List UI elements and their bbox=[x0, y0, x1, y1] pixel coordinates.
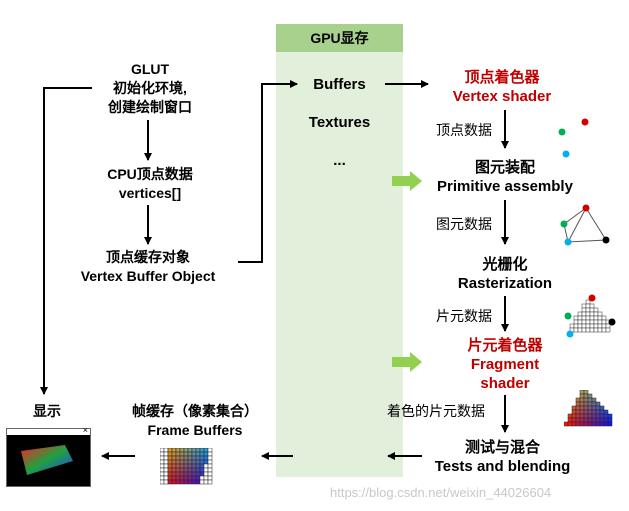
vertices-array-label: vertices[] bbox=[118, 185, 182, 201]
gpu-memory-panel bbox=[276, 24, 403, 477]
close-icon[interactable]: × bbox=[82, 425, 88, 435]
arrow-glut-to-display bbox=[40, 87, 92, 395]
tests-blending-en: Tests and blending bbox=[434, 458, 571, 475]
rasterization-grid-illustration bbox=[564, 294, 616, 338]
window-title-bar bbox=[7, 429, 90, 435]
colored-fragments-illustration bbox=[564, 390, 613, 427]
green-arrow-to-primitive bbox=[392, 171, 422, 191]
frame-buffer-grid-illustration bbox=[160, 448, 213, 485]
cpu-vertex-data-title: CPU顶点数据 bbox=[107, 166, 193, 182]
rasterization-en: Rasterization bbox=[457, 275, 553, 292]
fragment-shader-cn: 片元着色器 bbox=[467, 337, 543, 354]
primitive-assembly-en: Primitive assembly bbox=[437, 178, 573, 195]
vertex-shader-node: 顶点着色器 Vertex shader bbox=[432, 68, 572, 106]
gpu-memory-title: GPU显存 bbox=[276, 24, 403, 52]
primitive-assembly-cn: 图元装配 bbox=[474, 159, 535, 176]
glut-line-1: 初始化环境, bbox=[113, 80, 187, 96]
frame-buffers-cn: 帧缓存（像素集合） bbox=[132, 403, 258, 419]
watermark: https://blog.csdn.net/weixin_44026604 bbox=[330, 485, 552, 500]
fragment-shader-en-1: Fragment bbox=[470, 356, 540, 373]
cpu-vertex-data-node: CPU顶点数据 vertices[] bbox=[85, 165, 215, 203]
vbo-title-en: Vertex Buffer Object bbox=[80, 268, 216, 284]
frame-buffers-node: 帧缓存（像素集合） Frame Buffers bbox=[115, 402, 275, 440]
vertex-dots-illustration bbox=[558, 118, 589, 158]
green-arrow-to-fragment bbox=[392, 352, 422, 372]
tests-blending-node: 测试与混合 Tests and blending bbox=[420, 438, 585, 476]
glut-node: GLUT 初始化环境, 创建绘制窗口 bbox=[90, 60, 210, 117]
vbo-title-cn: 顶点缓存对象 bbox=[106, 249, 190, 265]
fragment-data-label: 片元数据 bbox=[436, 308, 492, 324]
colored-fragment-data-label: 着色的片元数据 bbox=[387, 403, 485, 419]
primitive-assembly-node: 图元装配 Primitive assembly bbox=[425, 158, 585, 196]
display-window: × bbox=[6, 425, 91, 487]
primitive-data-label: 图元数据 bbox=[436, 216, 492, 232]
textures-label: Textures bbox=[308, 114, 371, 131]
arrow-vbo-to-buffers bbox=[238, 80, 298, 263]
primitive-triangle-illustration bbox=[560, 204, 610, 246]
rasterization-cn: 光栅化 bbox=[482, 256, 528, 273]
vertex-data-label: 顶点数据 bbox=[436, 122, 492, 138]
vertex-shader-cn: 顶点着色器 bbox=[464, 69, 540, 86]
buffers-label: Buffers bbox=[313, 76, 366, 93]
display-label: 显示 bbox=[33, 403, 61, 419]
fragment-shader-en-2: shader bbox=[480, 375, 530, 392]
rasterization-node: 光栅化 Rasterization bbox=[440, 255, 570, 293]
frame-buffers-en: Frame Buffers bbox=[147, 422, 243, 438]
glut-title: GLUT bbox=[130, 61, 170, 77]
rendered-triangle bbox=[21, 445, 73, 475]
fragment-shader-node: 片元着色器 Fragment shader bbox=[440, 336, 570, 393]
gpu-ellipsis: ... bbox=[333, 152, 346, 169]
vbo-node: 顶点缓存对象 Vertex Buffer Object bbox=[58, 248, 238, 286]
tests-blending-cn: 测试与混合 bbox=[464, 439, 540, 456]
glut-line-2: 创建绘制窗口 bbox=[108, 99, 192, 115]
vertex-shader-en: Vertex shader bbox=[452, 88, 552, 105]
